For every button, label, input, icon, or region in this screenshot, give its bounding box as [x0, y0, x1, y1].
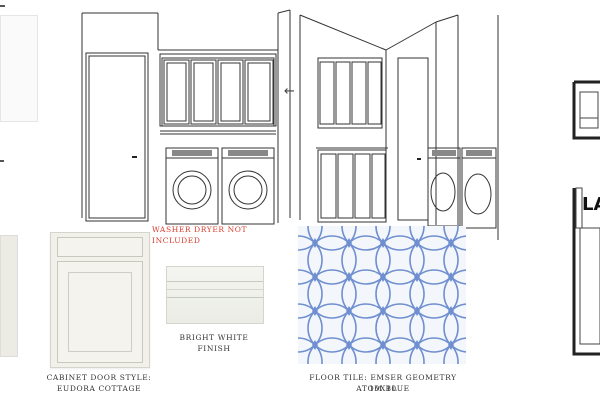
tile-diamond: [380, 238, 386, 248]
tile-ring: [409, 269, 459, 319]
tile-ring: [443, 269, 466, 319]
tile-ring: [375, 269, 425, 319]
tile-diamond: [312, 340, 318, 350]
tile-diamond: [448, 238, 454, 248]
tile-diamond: [278, 306, 284, 316]
tile-diamond: [482, 306, 488, 316]
tile-ring: [298, 235, 323, 285]
tile-diamond: [312, 272, 318, 282]
tile-ring: [307, 337, 357, 364]
floor-plan-room-label: LA: [582, 194, 600, 215]
tile-diamond: [414, 306, 420, 316]
tile-ring: [443, 235, 466, 285]
tile-ring: [375, 337, 425, 364]
finish-caption-line1: BRIGHT WHITE: [179, 333, 249, 342]
cabinet-door-panel: [57, 261, 143, 363]
finish-swatch: [166, 266, 264, 324]
tile-ring: [341, 269, 391, 319]
tile-diamond: [346, 306, 352, 316]
tile-diamond: [482, 272, 488, 282]
tile-ring: [307, 269, 357, 319]
tile-diamond: [414, 340, 420, 350]
tile-ring: [307, 303, 357, 353]
left-text-fragment-1: [0, 5, 5, 7]
tile-ring: [409, 235, 459, 285]
tile-diamond: [346, 340, 352, 350]
tile-diamond: [414, 238, 420, 248]
tile-ring: [240, 372, 288, 400]
floor-plan: [572, 80, 600, 356]
tile-ring: [375, 235, 425, 285]
tile-diamond: [448, 306, 454, 316]
cabinet-door-top-rail: [57, 237, 143, 257]
door-caption-line1: CABINET DOOR STYLE:: [46, 373, 152, 382]
door-caption-line2: EUDORA COTTAGE: [56, 384, 142, 393]
left-swatch-panel: [0, 15, 38, 122]
tile-diamond: [414, 272, 420, 282]
tile-diamond: [312, 306, 318, 316]
tile-ring: [298, 303, 323, 353]
tile-ring: [341, 337, 391, 364]
cabinet-door-swatch: [50, 232, 150, 368]
tile-diamond: [482, 374, 488, 384]
tile-diamond: [278, 272, 284, 282]
left-cabinet-swatch: [0, 235, 18, 357]
tile-ring: [298, 269, 323, 319]
tile-ring: [409, 337, 459, 364]
tile-diamond: [448, 340, 454, 350]
tile-ring: [341, 235, 391, 285]
tile-ring: [375, 226, 425, 251]
tile-diamond: [448, 272, 454, 282]
tile-diamond: [380, 340, 386, 350]
tile-caption-line1: FLOOR TILE: EMSER GEOMETRY 10X10: [309, 373, 457, 393]
tile-ring: [375, 303, 425, 353]
tile-ring: [409, 226, 459, 251]
tile-diamond: [278, 340, 284, 350]
washer-dryer-note: WASHER DRYER NOT INCLUDED: [152, 225, 248, 245]
floor-tile-swatch: [298, 226, 466, 364]
tile-ring: [443, 337, 466, 364]
left-arrow-icon: ←: [284, 84, 295, 99]
tile-diamond: [346, 238, 352, 248]
tile-diamond: [278, 374, 284, 384]
finish-caption-line2: FINISH: [197, 344, 231, 353]
tile-ring: [307, 226, 357, 251]
tile-ring: [341, 303, 391, 353]
left-text-fragment-2: [0, 160, 4, 162]
laundry-elevation-front: [81, 9, 291, 225]
tile-ring: [298, 337, 323, 364]
tile-diamond: [346, 272, 352, 282]
tile-ring: [341, 226, 391, 251]
tile-caption-line2: ATOM BLUE: [356, 384, 410, 393]
tile-diamond: [312, 238, 318, 248]
tile-diamond: [380, 306, 386, 316]
laundry-elevation-angled: [299, 14, 499, 240]
tile-diamond: [482, 340, 488, 350]
tile-ring: [307, 235, 357, 285]
tile-ring: [443, 303, 466, 353]
tile-ring: [409, 303, 459, 353]
tile-diamond: [380, 272, 386, 282]
